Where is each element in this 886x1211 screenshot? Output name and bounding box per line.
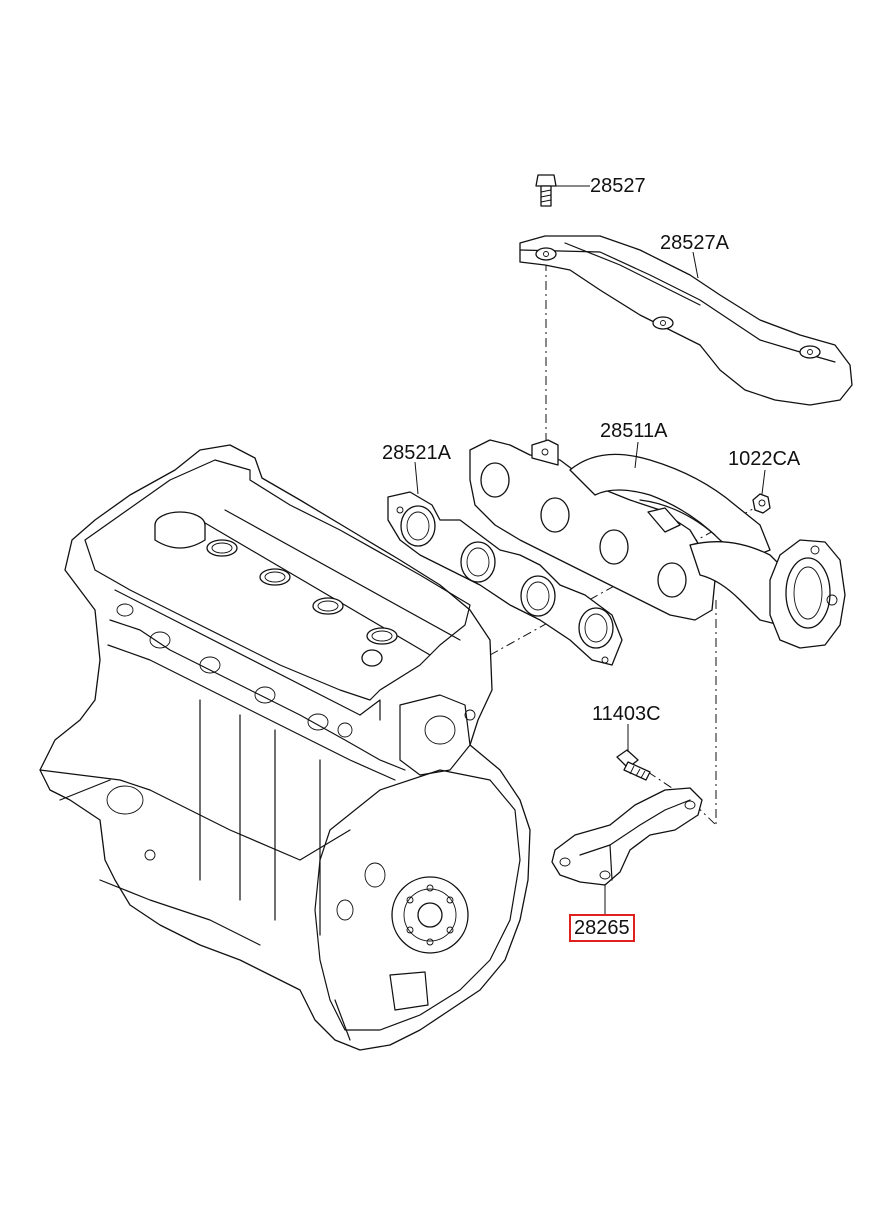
engine-assembly xyxy=(39,444,531,1051)
manifold-stay-28265 xyxy=(551,787,703,886)
part-label-28511A[interactable]: 28511A xyxy=(600,420,668,442)
part-label-28521A[interactable]: 28521A xyxy=(382,442,451,464)
leader-lines xyxy=(414,185,766,915)
bolt-28527 xyxy=(535,174,557,207)
exhaust-manifold-28511A xyxy=(469,439,846,649)
gasket-28521A xyxy=(387,491,623,666)
part-label-28527[interactable]: 28527 xyxy=(590,175,646,197)
part-label-1022CA[interactable]: 1022CA xyxy=(728,448,801,470)
heat-shield-28527A xyxy=(519,235,853,406)
bolt-11403C xyxy=(616,749,651,781)
part-label-28265-highlighted[interactable]: 28265 xyxy=(569,914,635,942)
nut-1022CA xyxy=(752,493,771,514)
part-label-28527A[interactable]: 28527A xyxy=(660,232,729,254)
part-label-11403C[interactable]: 11403C xyxy=(592,703,661,725)
